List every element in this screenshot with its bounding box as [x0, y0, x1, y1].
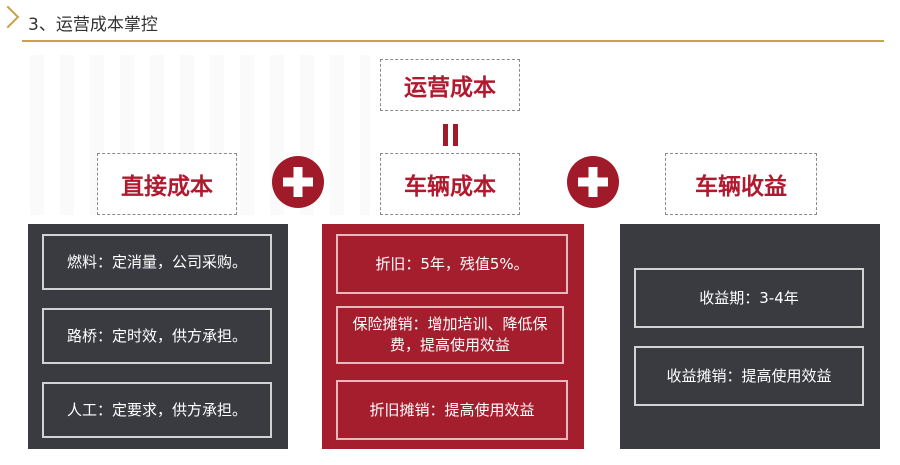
list-item: 折旧摊销：提高使用效益 [336, 380, 568, 440]
vehicle-cost-title: 车辆成本 [380, 153, 520, 215]
vehicle-revenue-panel: 收益期：3-4年 收益摊销：提高使用效益 [620, 224, 880, 449]
vehicle-cost-panel: 折旧：5年，残值5%。 保险摊销：增加培训、降低保费，提高使用效益 折旧摊销：提… [322, 224, 584, 449]
direct-cost-panel: 燃料：定消量，公司采购。 路桥：定时效，供方承担。 人工：定要求，供方承担。 [28, 224, 288, 449]
list-item: 收益摊销：提高使用效益 [634, 346, 864, 406]
section-header: 3、运营成本掌控 [0, 0, 900, 44]
section-title: 3、运营成本掌控 [28, 15, 158, 35]
list-item: 燃料：定消量，公司采购。 [42, 234, 272, 290]
vehicle-revenue-title: 车辆收益 [665, 153, 817, 215]
list-item: 人工：定要求，供方承担。 [42, 382, 272, 438]
list-item: 收益期：3-4年 [634, 268, 864, 328]
direct-cost-title: 直接成本 [97, 153, 237, 215]
plus-icon [272, 156, 324, 208]
list-item: 折旧：5年，残值5%。 [336, 234, 568, 294]
chevron-right-icon [0, 5, 20, 29]
header-divider [22, 40, 884, 42]
plus-icon [567, 156, 619, 208]
operating-cost-box: 运营成本 [380, 59, 520, 111]
list-item: 保险摊销：增加培训、降低保费，提高使用效益 [336, 306, 564, 364]
list-item: 路桥：定时效，供方承担。 [42, 308, 272, 364]
